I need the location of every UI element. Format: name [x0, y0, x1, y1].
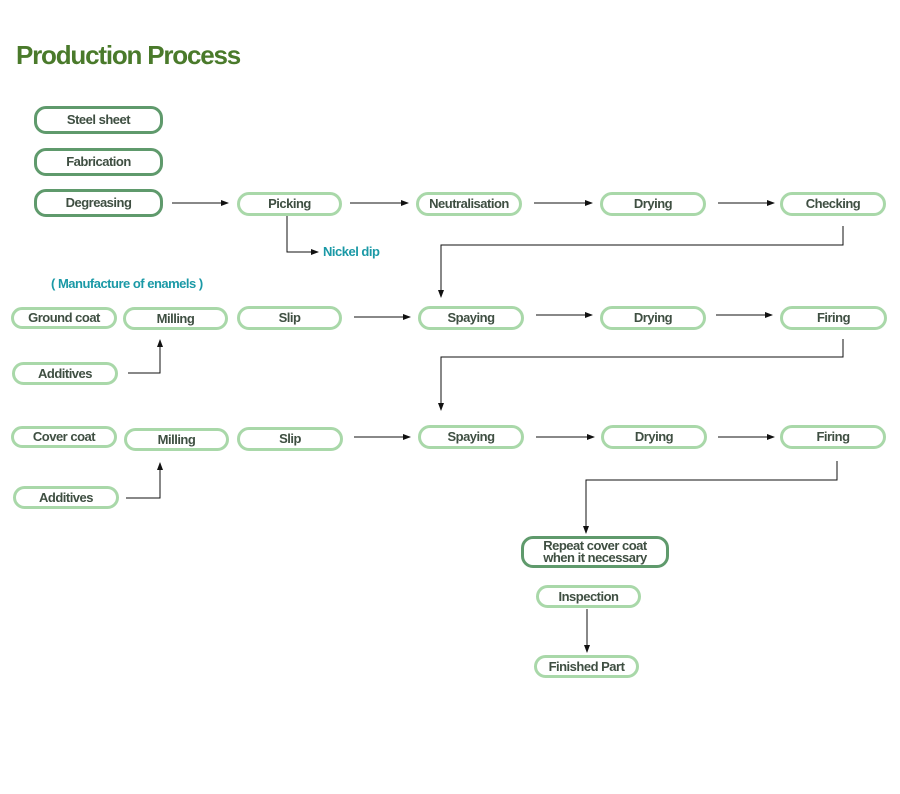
node-drying-cover: Drying [601, 425, 707, 449]
node-label: Drying [634, 429, 674, 444]
node-label: Milling [157, 431, 196, 447]
node-label: Firing [816, 429, 850, 444]
node-slip-ground: Slip [237, 306, 342, 330]
node-firing-cover: Firing [780, 425, 886, 449]
nickel-dip-label: Nickel dip [323, 244, 380, 259]
node-drying-ground: Drying [600, 306, 706, 330]
node-label: Slip [278, 310, 301, 325]
node-label: Additives [38, 489, 94, 505]
node-inspection: Inspection [536, 585, 641, 608]
node-spraying-cover: Spaying [418, 425, 524, 449]
node-label: Fabrication [66, 154, 131, 169]
node-picking: Picking [237, 192, 342, 216]
node-label: Neutralisation [429, 196, 509, 211]
node-label: Picking [268, 196, 311, 211]
node-label: Finished Part [548, 658, 625, 674]
node-slip-cover: Slip [237, 427, 343, 451]
node-label: Ground coat [28, 310, 100, 325]
node-label: Milling [156, 310, 195, 326]
node-label: Drying [633, 310, 673, 325]
node-degreasing: Degreasing [34, 189, 163, 217]
node-label: Spaying [447, 429, 495, 444]
node-label: Spaying [447, 310, 495, 325]
node-firing-ground: Firing [780, 306, 887, 330]
node-fabrication: Fabrication [34, 148, 163, 176]
node-label: Inspection [558, 588, 619, 604]
node-label-line-1: Repeat cover coat [543, 538, 647, 553]
node-finished-part: Finished Part [534, 655, 639, 678]
node-additives-ground: Additives [12, 362, 118, 385]
node-label: Checking [805, 196, 861, 211]
node-cover-coat: Cover coat [11, 426, 117, 448]
node-spraying-ground: Spaying [418, 306, 524, 330]
node-label: Additives [37, 365, 93, 381]
node-additives-cover: Additives [13, 486, 119, 509]
node-label: Steel sheet [66, 112, 131, 127]
node-label: Slip [279, 431, 301, 446]
node-milling-cover: Milling [124, 428, 229, 451]
node-label: Cover coat [32, 429, 96, 444]
node-steel-sheet: Steel sheet [34, 106, 163, 134]
node-label: Drying [633, 196, 673, 211]
node-neutralisation: Neutralisation [416, 192, 522, 216]
manufacture-of-enamels-note: ( Manufacture of enamels ) [51, 276, 203, 291]
node-repeat-cover-coat: Repeat cover coat when it necessary [521, 536, 669, 568]
node-drying-1: Drying [600, 192, 706, 216]
node-ground-coat: Ground coat [11, 307, 117, 329]
node-milling-ground: Milling [123, 307, 228, 330]
node-label: Degreasing [65, 195, 132, 210]
node-checking: Checking [780, 192, 886, 216]
node-label: Firing [816, 310, 851, 325]
page-title: Production Process [16, 40, 241, 70]
node-label-line-2: when it necessary [543, 550, 647, 565]
